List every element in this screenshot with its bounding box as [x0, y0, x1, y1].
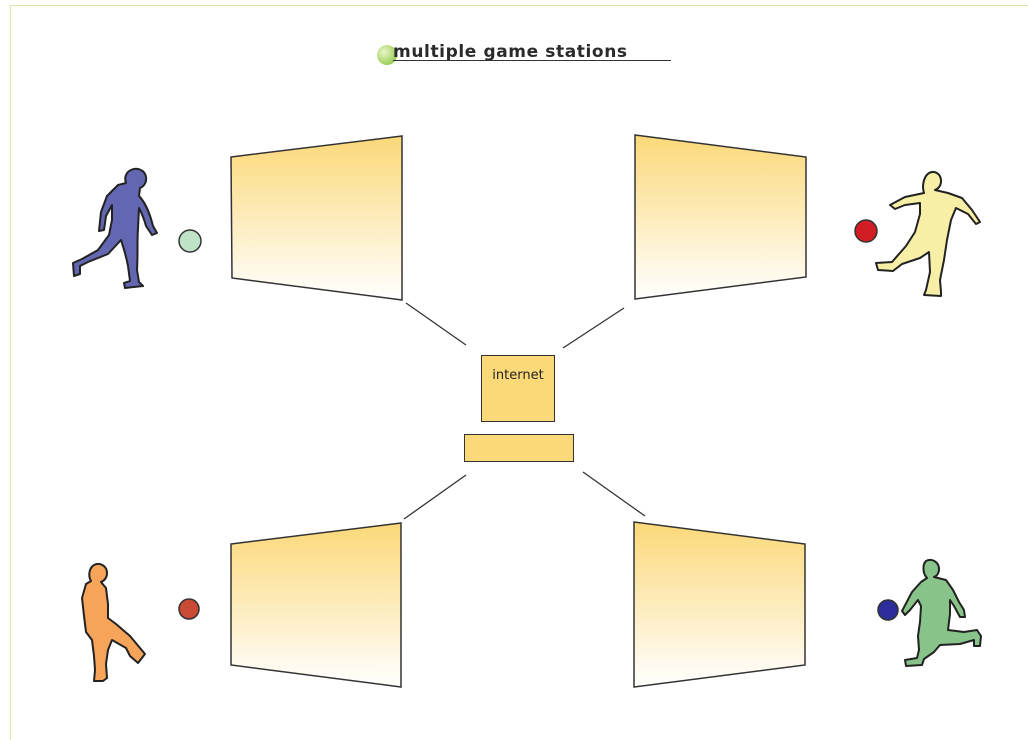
connector-top-right [562, 307, 625, 349]
title-bullet-icon [377, 45, 397, 65]
screen-bottom-right [633, 521, 806, 688]
diagram-title: multiple game stations [393, 42, 628, 62]
player-top-right-icon [875, 171, 981, 297]
connector-top-left [405, 302, 467, 346]
connector-bottom-left [403, 474, 467, 520]
ball-bottom-left [178, 598, 200, 620]
internet-label: internet [492, 368, 544, 383]
ball-top-right [854, 219, 878, 243]
connector-lines [403, 302, 646, 520]
screen-top-right [634, 134, 807, 300]
player-bottom-right-icon [901, 559, 982, 667]
page-frame [10, 5, 1028, 740]
screen-bottom-left [230, 522, 402, 688]
internet-server: internet [481, 355, 555, 422]
screen-top-left [230, 135, 403, 301]
internet-server-base [464, 434, 574, 462]
ball-bottom-right [877, 599, 899, 621]
player-bottom-left-icon [81, 563, 146, 682]
player-top-left-icon [72, 167, 158, 289]
ball-top-left [178, 229, 202, 253]
title-underline [393, 60, 671, 61]
connector-bottom-right [582, 471, 646, 517]
